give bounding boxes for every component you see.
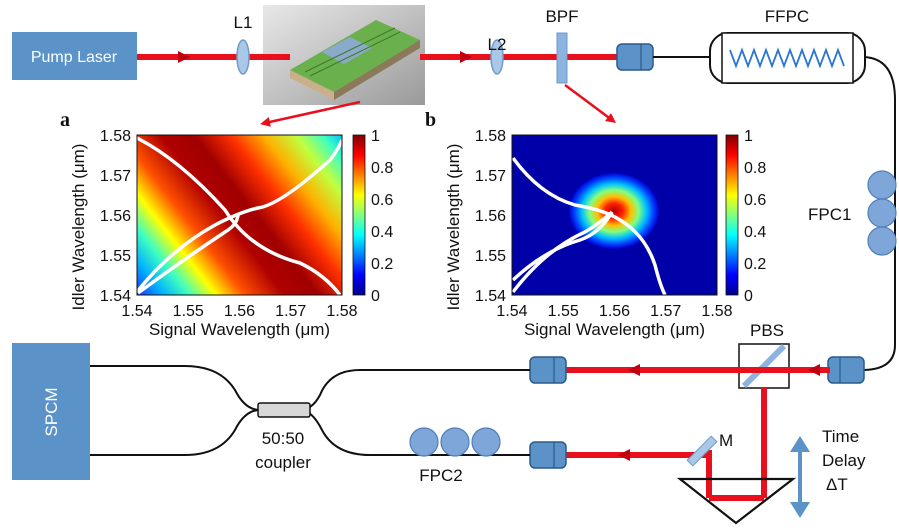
coupler-label: coupler: [255, 453, 311, 472]
colorbar-a: [352, 134, 366, 296]
x-axis-label-b: Signal Wavelength (μm): [524, 320, 705, 339]
colorbar-tick-label-b: 0.6: [744, 192, 766, 209]
fiber-spcm-lower: [90, 409, 261, 456]
y-tick-label-a: 1.54: [100, 288, 131, 305]
colorbar-tick-label-a: 1: [371, 128, 380, 145]
x-tick-label-b: 1.54: [496, 303, 527, 320]
x-tick-label-a: 1.54: [121, 303, 152, 320]
y-tick-label-b: 1.56: [475, 208, 506, 225]
fiber-coupler: [257, 402, 311, 418]
fiber-collimator-right: [827, 356, 865, 384]
x-tick-label-b: 1.55: [548, 303, 579, 320]
y-tick-label-b: 1.55: [475, 248, 506, 265]
fpc2-label: FPC2: [419, 466, 462, 485]
colorbar-tick-label-b: 1: [744, 128, 753, 145]
panel-a: [135, 134, 366, 297]
fpc2-paddles: [409, 427, 501, 457]
y-tick-label-b: 1.58: [475, 128, 506, 145]
spcm-label: SPCM: [42, 387, 61, 436]
pbs-label: PBS: [750, 321, 784, 340]
x-tick-label-b: 1.57: [650, 303, 681, 320]
colorbar-tick-label-b: 0.2: [744, 256, 766, 273]
y-axis-label-b: Idler Wavelength (μm): [444, 144, 463, 311]
fiber-collimator-low: [529, 441, 567, 469]
colorbar-tick-label-a: 0: [371, 288, 380, 305]
colorbar-tick-label-a: 0.6: [371, 192, 393, 209]
lens-l1: [236, 39, 250, 75]
pbs-cube: [738, 343, 790, 389]
ffpc-label: FFPC: [765, 7, 809, 26]
output-beam-arrow: [460, 51, 472, 63]
y-tick-label-a: 1.55: [100, 248, 131, 265]
panel-b: [511, 134, 739, 296]
fiber-top: [653, 56, 896, 371]
colorbar-b: [725, 134, 739, 296]
pointer-arrow-b: [564, 83, 617, 123]
colorbar-tick-label-b: 0: [744, 288, 753, 305]
fiber-spcm-upper: [90, 365, 261, 411]
pump-laser-label: Pump Laser: [31, 49, 118, 66]
y-axis-label-a: Idler Wavelength (μm): [69, 144, 88, 311]
colorbar-tick-label-a: 0.2: [371, 256, 393, 273]
curves-b: [511, 156, 667, 296]
lens-l2: [490, 39, 504, 75]
panel-a-letter: a: [60, 109, 70, 131]
x-tick-label-a: 1.55: [173, 303, 204, 320]
waveguide-chip-image: [263, 5, 425, 105]
delta-t-label: ΔT: [826, 475, 848, 494]
time-delay-arrow: [790, 436, 810, 518]
mirror-m: [686, 435, 718, 467]
x-tick-label-a: 1.57: [275, 303, 306, 320]
x-axis-label-a: Signal Wavelength (μm): [149, 320, 330, 339]
mirror-label: M: [719, 431, 733, 450]
y-tick-label-b: 1.54: [475, 288, 506, 305]
y-tick-label-b: 1.57: [475, 168, 506, 185]
delay-label: Delay: [822, 451, 866, 470]
lens-l1-label: L1: [234, 13, 253, 32]
ffpc-device: [709, 32, 866, 84]
x-tick-label-b: 1.56: [599, 303, 630, 320]
colorbar-tick-label-a: 0.4: [371, 224, 393, 241]
beam-arrow-left-2: [628, 364, 640, 376]
beam-arrow-left-3: [618, 449, 630, 461]
curves-a: [135, 136, 344, 297]
lens-l2-label: L2: [488, 35, 507, 54]
bpf-label: BPF: [545, 7, 578, 26]
pump-laser-box: [12, 32, 137, 80]
coupler-ratio-label: 50:50: [262, 429, 305, 448]
x-tick-label-a: 1.58: [326, 303, 357, 320]
fiber-coupler-upper: [299, 369, 530, 411]
pump-beam-arrow: [178, 51, 190, 63]
fpc1-label: FPC1: [808, 205, 851, 224]
fiber-collimator-mid: [529, 356, 567, 384]
spcm-box: [12, 343, 90, 480]
colorbar-tick-label-b: 0.8: [744, 160, 766, 177]
retroreflector: [676, 477, 797, 525]
fpc1-paddles: [867, 170, 897, 256]
beam-arrow-left-1: [808, 364, 820, 376]
x-tick-label-a: 1.56: [224, 303, 255, 320]
time-label: Time: [822, 427, 859, 446]
y-tick-label-a: 1.57: [100, 168, 131, 185]
y-tick-label-a: 1.56: [100, 208, 131, 225]
colorbar-tick-label-b: 0.4: [744, 224, 766, 241]
fiber-collimator-top: [616, 43, 654, 71]
pointer-arrow-a: [260, 100, 361, 127]
panel-b-letter: b: [425, 109, 436, 131]
y-tick-label-a: 1.58: [100, 128, 131, 145]
x-tick-label-b: 1.58: [701, 303, 732, 320]
colorbar-tick-label-a: 0.8: [371, 160, 393, 177]
bandpass-filter: [556, 32, 568, 84]
